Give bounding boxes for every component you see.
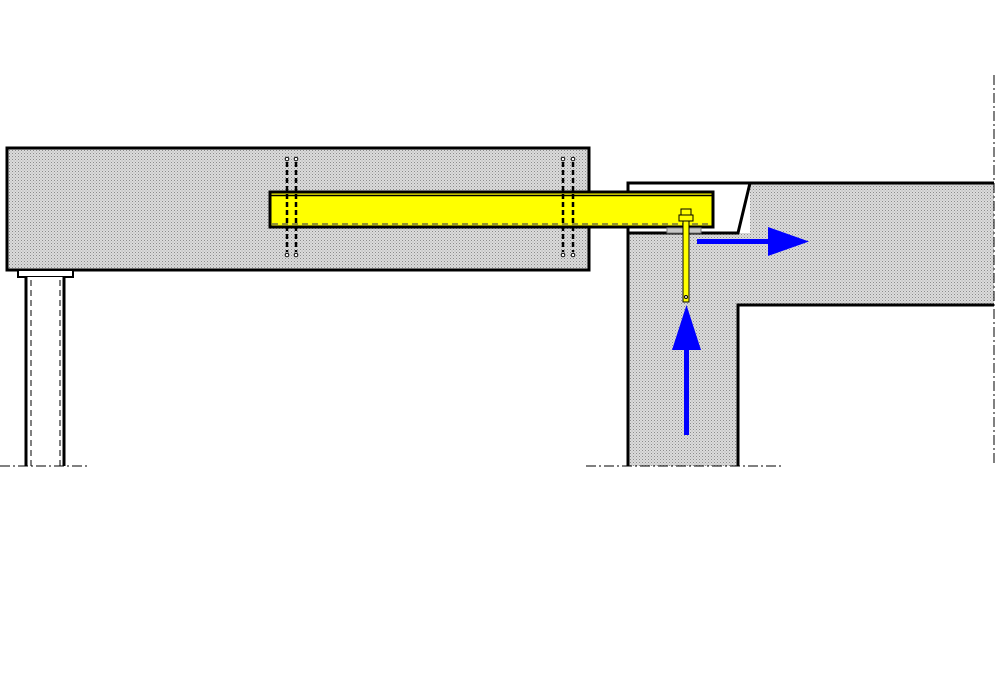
vertical-force-arrow-icon — [672, 305, 701, 435]
left-column — [24, 277, 66, 467]
steel-beam — [268, 190, 715, 229]
dowel-ends — [284, 156, 576, 258]
dowel-bars — [285, 162, 575, 252]
anchor-bolt-icon — [678, 208, 694, 303]
center-lines — [0, 75, 995, 467]
left-bearing-plate — [17, 269, 74, 278]
horizontal-force-arrow-icon — [697, 227, 809, 256]
